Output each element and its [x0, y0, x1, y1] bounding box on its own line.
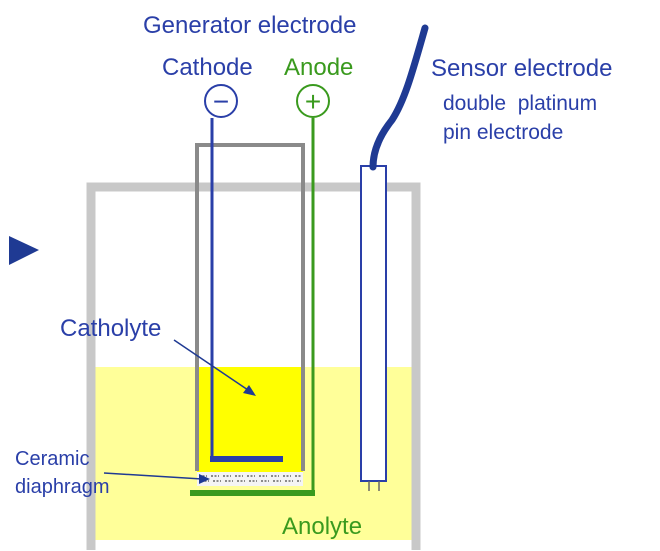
ceramic-diaphragm — [197, 472, 303, 486]
sensor-desc-line1: double platinum — [443, 92, 597, 115]
ceramic-arrow — [103, 472, 210, 484]
cathode-electrode — [210, 118, 283, 462]
catholyte-arrow — [173, 339, 256, 396]
anode-electrode — [190, 118, 315, 496]
anode-terminal: + — [296, 84, 330, 118]
anode-label: Anode — [284, 54, 353, 81]
ceramic-label-line2: diaphragm — [15, 476, 110, 498]
right-triangle-icon — [9, 236, 39, 265]
cathode-label: Cathode — [162, 54, 253, 81]
cathode-minus-symbol: − — [213, 86, 229, 117]
sensor-cable — [369, 24, 429, 171]
sensor-desc-line2: pin electrode — [443, 121, 563, 144]
sensor-electrode — [360, 165, 387, 491]
sensor-electrode-label: Sensor electrode — [431, 55, 612, 82]
catholyte-label: Catholyte — [60, 315, 161, 342]
anode-plus-symbol: + — [305, 86, 321, 117]
ceramic-label-line1: Ceramic — [15, 448, 89, 470]
catholyte-fill — [197, 367, 303, 472]
cathode-terminal: − — [204, 84, 238, 118]
inner-compartment — [195, 143, 305, 471]
generator-electrode-label: Generator electrode — [143, 12, 356, 39]
anolyte-label: Anolyte — [282, 513, 362, 540]
outer-vessel — [86, 182, 421, 550]
